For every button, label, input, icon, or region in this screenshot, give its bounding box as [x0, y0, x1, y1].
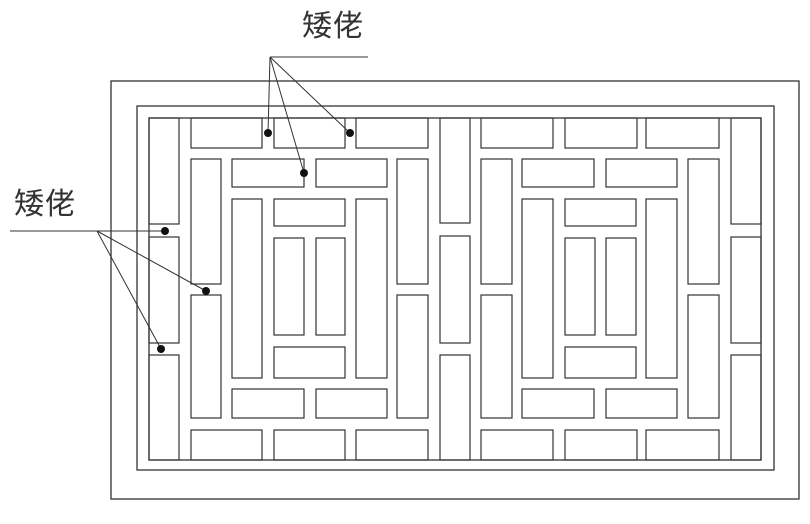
- lattice-bar: [190, 429, 263, 461]
- lattice-bar: [480, 429, 554, 461]
- label-aijiao-top: 矮佬: [302, 9, 364, 44]
- lattice-bar: [521, 198, 554, 379]
- lattice-bar: [231, 198, 263, 379]
- outer-frame: [110, 80, 800, 500]
- leader-line: [269, 56, 351, 134]
- lattice-bar: [439, 235, 471, 344]
- lattice-bar: [645, 429, 720, 461]
- lattice-bar: [439, 354, 471, 461]
- lattice-bar: [564, 346, 637, 379]
- lattice-bar: [148, 354, 180, 461]
- lattice-bar: [687, 158, 720, 285]
- leader-line: [96, 230, 207, 292]
- lattice-bar: [273, 346, 346, 379]
- dot-group: [157, 129, 354, 353]
- lattice-bar: [148, 117, 180, 225]
- lattice-bar: [564, 237, 596, 336]
- lattice-bar: [273, 237, 305, 336]
- lattice-bar: [564, 198, 637, 227]
- label-aijiao-left: 矮佬: [14, 187, 76, 222]
- lattice-bar: [521, 158, 595, 188]
- lattice-bar: [645, 198, 678, 379]
- lattice-bar: [605, 388, 678, 419]
- frame-group: [110, 80, 800, 500]
- lattice-group: [148, 117, 762, 461]
- lattice-bar: [315, 388, 388, 419]
- lattice-bar: [687, 294, 720, 419]
- lattice-bar: [231, 158, 305, 188]
- marker-dot: [202, 287, 210, 295]
- lattice-bar: [521, 388, 595, 419]
- marker-dot: [161, 227, 169, 235]
- lattice-bar: [231, 388, 305, 419]
- lattice-bar: [480, 158, 513, 285]
- leader-group: [10, 56, 368, 350]
- lattice-bar: [480, 294, 513, 419]
- lattice-bar: [190, 117, 263, 149]
- marker-dot: [264, 129, 272, 137]
- lattice-bar: [605, 237, 637, 336]
- lattice-bar: [273, 198, 346, 227]
- lattice-bar: [480, 117, 554, 149]
- leader-line: [267, 56, 271, 134]
- lattice-bar: [730, 117, 762, 225]
- lattice-bar: [730, 236, 762, 344]
- leader-line: [269, 56, 305, 174]
- panel-border: [148, 117, 762, 461]
- lattice-bar: [190, 294, 222, 419]
- lattice-bar: [645, 117, 720, 149]
- marker-dot: [300, 169, 308, 177]
- inner-frame: [136, 105, 775, 471]
- lattice-bar: [439, 117, 471, 224]
- lattice-bar: [730, 354, 762, 461]
- lattice-bar: [273, 429, 346, 461]
- lattice-bar: [355, 429, 429, 461]
- lattice-bar: [564, 429, 638, 461]
- lattice-bar: [315, 158, 388, 188]
- lattice-bar: [355, 117, 429, 149]
- marker-dot: [157, 345, 165, 353]
- leader-line: [96, 230, 162, 350]
- marker-dot: [346, 129, 354, 137]
- lattice-bar: [355, 198, 388, 379]
- lattice-bar: [564, 117, 638, 149]
- lattice-bar: [273, 117, 346, 149]
- lattice-bar: [148, 236, 180, 344]
- lattice-bar: [396, 294, 429, 419]
- lattice-bar: [190, 158, 222, 285]
- lattice-bar: [605, 158, 678, 188]
- lattice-bar: [396, 158, 429, 285]
- lattice-bar: [315, 237, 346, 336]
